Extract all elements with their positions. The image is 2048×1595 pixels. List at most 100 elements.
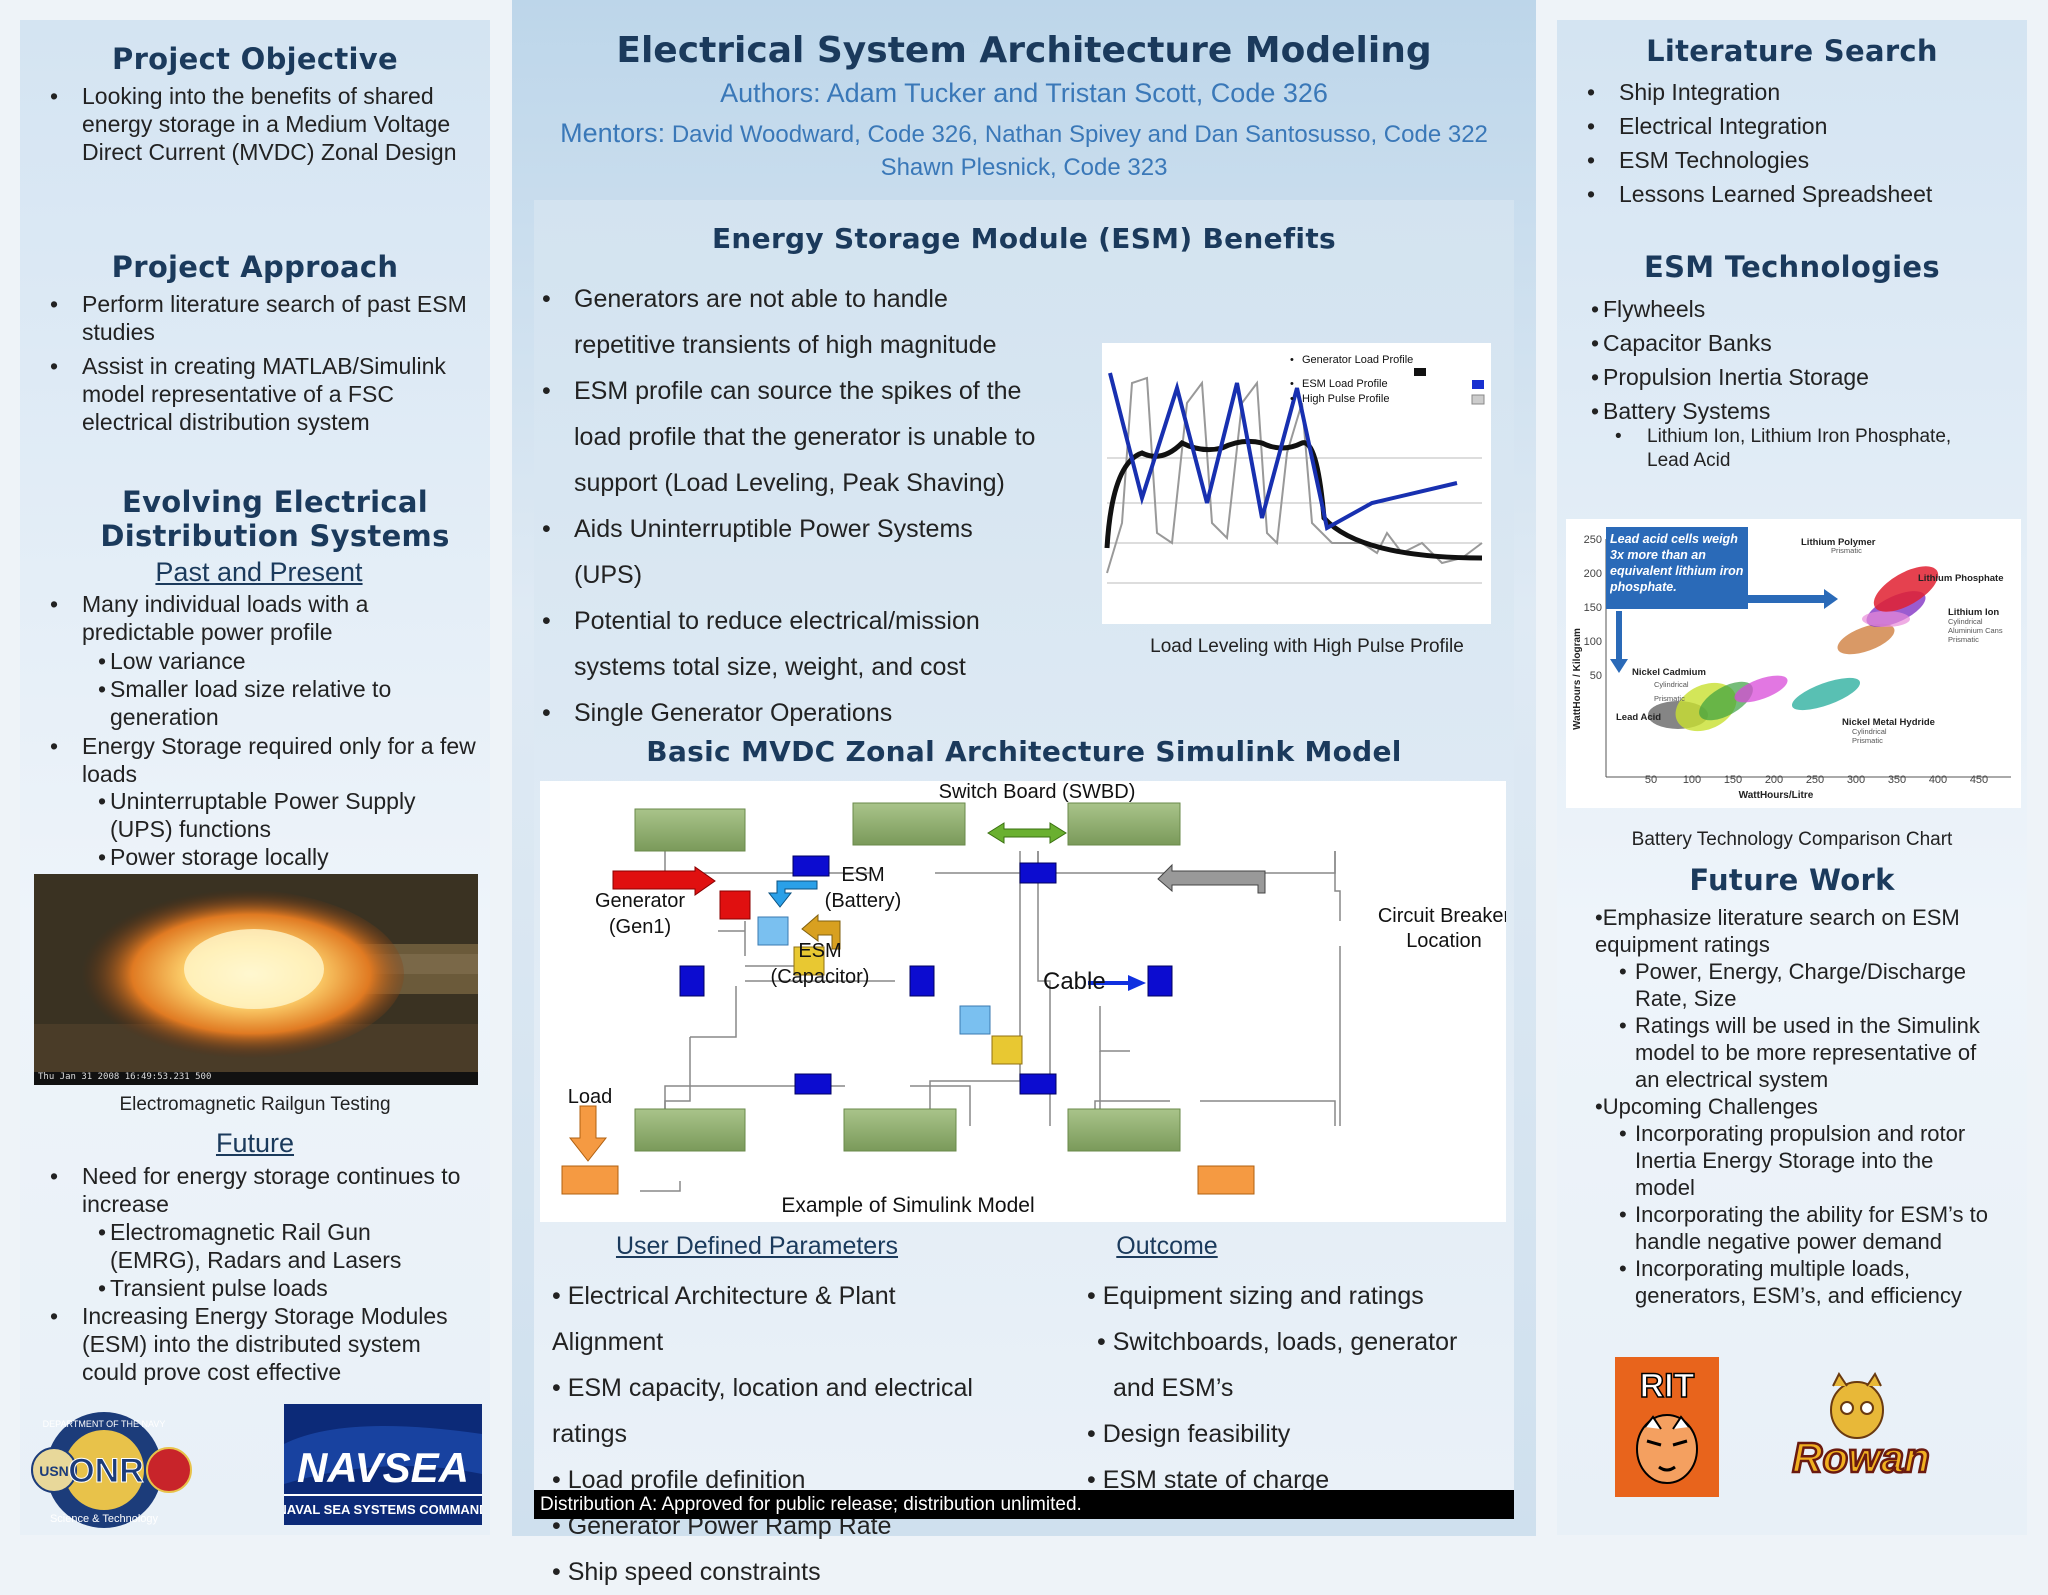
blob-li-ion-cyl: [1862, 611, 1910, 627]
x-tick: 50: [1645, 774, 1657, 786]
load-leveling-chart: • Generator Load Profile • ESM Load Profil…: [1102, 343, 1491, 624]
label-nimh-sub-2: Prismatic: [1852, 736, 1883, 745]
list-item: •Emphasize literature search on ESM equi…: [1595, 905, 1960, 957]
label-generator: Generator: [595, 890, 685, 912]
list-item: ESM Technologies: [1587, 143, 2007, 177]
list-item: Power, Energy, Charge/Discharge Rate, Si…: [1619, 958, 1989, 1012]
label-cable: Cable: [1043, 968, 1106, 995]
simulink-diagram: Switch Board (SWBD) Generator (Gen1) ESM…: [540, 781, 1510, 1222]
params-title: User Defined Parameters: [615, 1232, 899, 1260]
list-item: Single Generator Operations: [542, 690, 1042, 736]
x-tick: 350: [1888, 774, 1906, 786]
blob-nimh: [1791, 677, 1861, 711]
label-nicd-sub-2: Prismatic: [1654, 694, 1685, 703]
esm-load-line: [1108, 372, 1458, 532]
list-item: Smaller load size relative to generation: [98, 675, 438, 731]
battery-ylabel: WattHours / Kilogram: [1572, 628, 1583, 730]
list-item: Lithium Ion, Lithium Iron Phosphate, Lea…: [1615, 425, 1985, 473]
sim-title: Basic MVDC Zonal Architecture Simulink M…: [646, 735, 1402, 768]
svg-text:•: •: [1290, 393, 1294, 405]
load-arrow: [568, 1105, 608, 1162]
future-heading: Future: [215, 1128, 295, 1158]
x-tick: 150: [1724, 774, 1742, 786]
past-sublist-1: Low variance Smaller load size relative …: [98, 647, 438, 731]
list-item: Need for energy storage continues to inc…: [50, 1162, 480, 1218]
future-list: Need for energy storage continues to inc…: [50, 1162, 480, 1218]
sim-load-block: [561, 1165, 619, 1195]
navsea-logo: NAVSEA NAVAL SEA SYSTEMS COMMAND: [277, 1404, 489, 1525]
label-li-ion-sub-3: Prismatic: [1948, 635, 1979, 644]
list-item: Lessons Learned Spreadsheet: [1587, 177, 2007, 211]
label-esm-battery-sub: (Battery): [825, 890, 902, 912]
list-item: Power storage locally: [98, 843, 438, 871]
list-item: • Design feasibility: [1087, 1420, 1291, 1448]
photo-timestamp: Thu Jan 31 2008 16:49:53.231 500: [38, 1072, 212, 1082]
label-li-ion-sub-2: Aluminium Cans: [1948, 626, 2003, 635]
label-generator-id: (Gen1): [609, 916, 671, 938]
list-item: Perform literature search of past ESM st…: [50, 290, 480, 346]
label-lfp: Lithium Phosphate: [1918, 573, 2004, 584]
mentors-label: Mentors:: [560, 118, 666, 148]
battery-chart: 250 200 150 100 50 50 100 150 200 250 30…: [1566, 519, 2021, 808]
sim-breaker-3: [1147, 965, 1173, 997]
label-breaker-sub: Location: [1406, 930, 1482, 952]
sim-block-swbd-4: [634, 1108, 746, 1152]
esm-capacitor-arrow: [801, 913, 841, 950]
sim-block-swbd-3: [1067, 802, 1181, 846]
sim-breaker-1: [679, 965, 705, 997]
label-switchboard: Switch Board (SWBD): [939, 781, 1136, 803]
swbd-arrow: [987, 822, 1067, 844]
sim-cable-1: [792, 855, 830, 877]
left-column: Project Objective Looking into the benef…: [20, 20, 490, 1535]
list-item: • Switchboards, loads, generator and ESM…: [1097, 1328, 1458, 1402]
sim-load-block-2: [1197, 1165, 1255, 1195]
generator-arrow: [612, 866, 716, 896]
label-nicd: Nickel Cadmium: [1632, 667, 1706, 678]
legend-gen: Generator Load Profile: [1302, 354, 1413, 366]
list-item: Transient pulse loads: [98, 1274, 448, 1302]
list-item: Incorporating multiple loads, generators…: [1619, 1255, 1989, 1309]
approach-title: Project Approach: [111, 250, 399, 284]
label-lead-acid: Lead Acid: [1616, 712, 1661, 723]
x-tick: 200: [1765, 774, 1783, 786]
list-item: Looking into the benefits of shared ener…: [50, 82, 470, 166]
future-work-title: Future Work: [1689, 863, 1895, 897]
label-li-poly-sub: Prismatic: [1831, 546, 1862, 555]
navsea-subtext: NAVAL SEA SYSTEMS COMMAND: [284, 1502, 482, 1517]
rowan-text: Rowan: [1792, 1434, 1930, 1481]
list-item: • Electrical Architecture & Plant Alignm…: [552, 1282, 896, 1356]
list-item: Electromagnetic Rail Gun (EMRG), Radars …: [98, 1218, 448, 1274]
rowan-logo: Rowan: [1767, 1372, 1953, 1490]
future-work-body: •Emphasize literature search on ESM equi…: [1595, 904, 2015, 1309]
rit-text: RIT: [1640, 1367, 1695, 1405]
sim-block-swbd-1: [634, 808, 746, 852]
tech-sublist: Lithium Ion, Lithium Iron Phosphate, Lea…: [1615, 425, 1985, 473]
cable-arrow-head: [1128, 975, 1146, 991]
list-item: • ESM state of charge: [1087, 1466, 1330, 1494]
list-item: Assist in creating MATLAB/Simulink model…: [50, 352, 480, 436]
sim-block-swbd-5: [843, 1108, 957, 1152]
future-sublist: Electromagnetic Rail Gun (EMRG), Radars …: [98, 1218, 448, 1302]
center-column: Electrical System Architecture Modeling …: [512, 0, 1536, 1586]
x-tick: 400: [1929, 774, 1947, 786]
legend-esm: ESM Load Profile: [1302, 378, 1388, 390]
label-nicd-sub-1: Cylindrical: [1654, 680, 1689, 689]
svg-text:•: •: [1290, 378, 1294, 390]
y-tick: 100: [1584, 636, 1602, 648]
list-item: Propulsion Inertia Storage: [1591, 360, 2011, 394]
list-item: Flywheels: [1591, 292, 2011, 326]
objective-title: Project Objective: [112, 42, 398, 76]
svg-text:•: •: [1290, 354, 1294, 366]
railgun-caption: Electromagnetic Railgun Testing: [119, 1094, 391, 1115]
battery-note: Lead acid cells weigh 3x more than an eq…: [1610, 532, 1744, 594]
onr-ring-top: DEPARTMENT OF THE NAVY: [43, 1419, 166, 1429]
label-nimh: Nickel Metal Hydride: [1842, 717, 1935, 728]
approach-list: Perform literature search of past ESM st…: [50, 290, 480, 436]
list-item: • Load profile definition: [552, 1466, 806, 1494]
params-list: • Electrical Architecture & Plant Alignm…: [552, 1273, 992, 1595]
past-list: Many individual loads with a predictable…: [50, 590, 480, 646]
sim-cable-4: [1019, 1073, 1057, 1095]
outcome-list: • Equipment sizing and ratings • Switchb…: [1087, 1273, 1507, 1503]
mentors-names: David Woodward, Code 326, Nathan Spivey …: [671, 121, 1488, 148]
railgun-photo-image: [34, 874, 478, 1085]
